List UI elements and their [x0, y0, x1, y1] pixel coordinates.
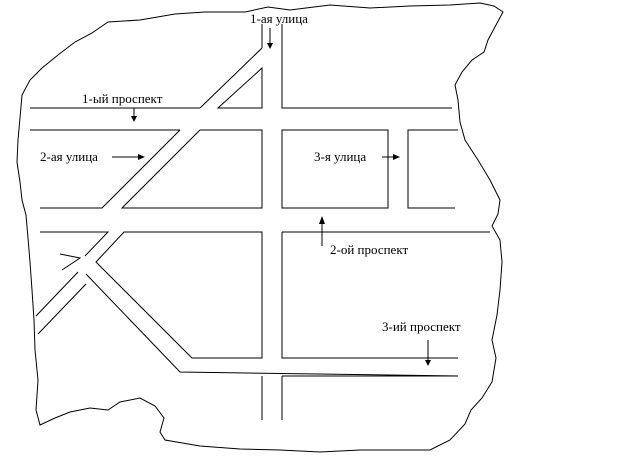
block-r2-west [40, 129, 181, 209]
arrow-street3 [382, 154, 400, 160]
arrow-prospect3 [425, 340, 431, 366]
block-top-right [281, 24, 452, 109]
block-r3-east-box [281, 232, 458, 359]
label-street1: 1-ая улица [250, 11, 308, 26]
arrow-street1 [267, 28, 273, 49]
block-r2-east [281, 129, 389, 209]
block-r3-west-lower2 [37, 283, 87, 335]
block-r3-west-lower [35, 271, 79, 317]
arrow-street2 [112, 154, 145, 160]
block-r3-mid [95, 231, 263, 359]
label-prospect3: 3-ий проспект [382, 319, 461, 334]
label-prospect1: 1-ый проспект [82, 91, 163, 106]
block-r3-west-inner [59, 253, 82, 271]
block-r3-diag-bottom [85, 273, 459, 377]
label-prospect2: 2-ой проспект [330, 242, 409, 257]
label-street2: 2-ая улица [40, 149, 98, 164]
block-r2-mid [120, 129, 263, 209]
block-top-small [216, 66, 263, 109]
label-street3: 3-я улица [314, 149, 367, 164]
block-r3-west-top [40, 231, 110, 257]
arrow-prospect1 [131, 108, 137, 122]
block-r2-far-east [407, 129, 458, 209]
block-wedge-top [199, 47, 263, 109]
arrow-prospect2 [319, 216, 325, 246]
paper-outline [16, 2, 504, 453]
